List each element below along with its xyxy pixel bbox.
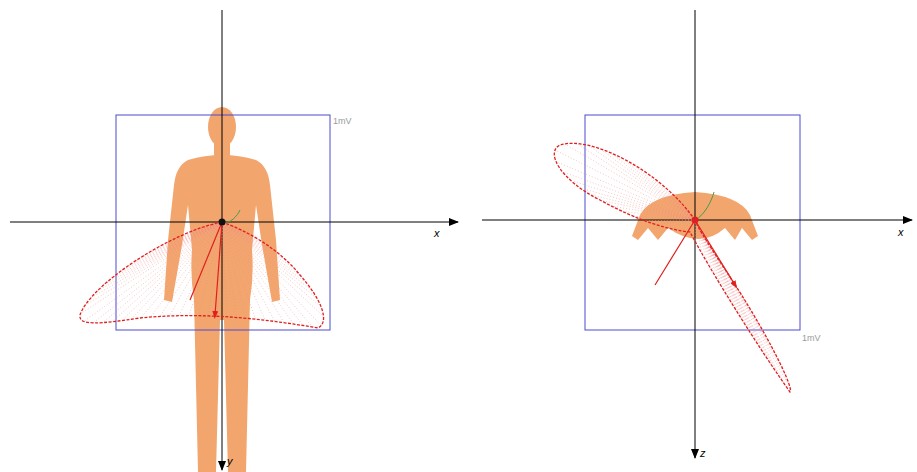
axis-label: z <box>700 448 706 459</box>
scale-label: 1mV <box>333 117 352 126</box>
qrs-loop <box>554 143 790 392</box>
y-axis <box>222 10 223 470</box>
t-loop <box>695 192 714 220</box>
axis-label: x <box>898 227 904 238</box>
loop-arrow <box>190 222 222 315</box>
origin <box>219 219 226 226</box>
x-axis <box>10 222 458 223</box>
scale-label: 1mV <box>802 334 821 343</box>
origin <box>692 217 699 224</box>
loop-arrow <box>655 220 735 285</box>
axis-label: y <box>227 456 233 467</box>
axis-label: x <box>434 228 440 239</box>
radial-lines <box>81 222 324 327</box>
qrs-loop <box>80 222 324 328</box>
radial-lines <box>555 144 790 388</box>
scale-box <box>585 115 800 330</box>
z-axis <box>695 10 696 458</box>
